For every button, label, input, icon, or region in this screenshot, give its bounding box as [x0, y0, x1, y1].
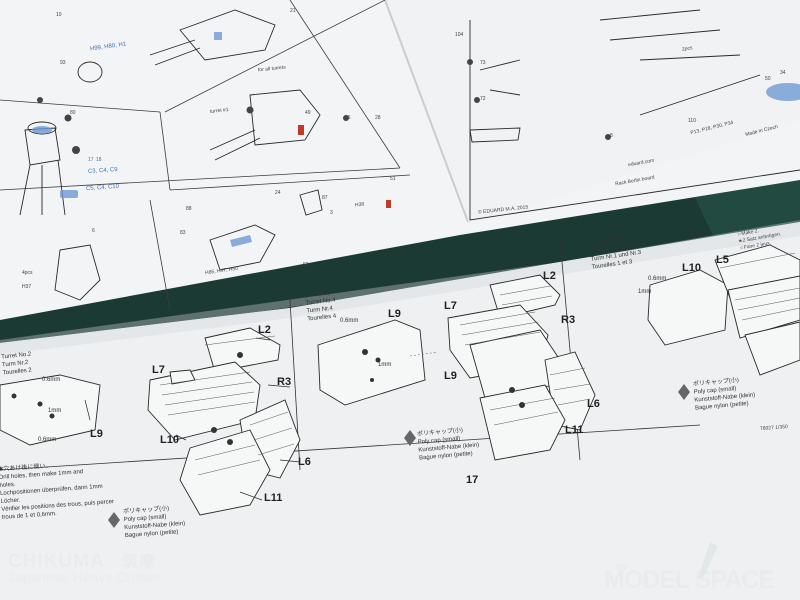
number-21: 21 — [290, 8, 296, 14]
number-73: 73 — [480, 60, 486, 66]
part-l2-b: L2 — [543, 270, 556, 282]
callout-h37: H37 — [22, 284, 32, 290]
brand-logo: MODEL SPACE — [604, 566, 775, 594]
number-18: 18 — [96, 157, 102, 163]
part-r3-a: R3 — [277, 376, 292, 388]
section-turret2: Turret No.2 Turm Nr.2 Tourelles 2 — [0, 351, 33, 377]
number-34: 34 — [780, 70, 786, 76]
dim-1mm-c: 1mm — [638, 289, 652, 295]
part-l9-b: L10 — [160, 434, 179, 446]
number-10: 10 — [56, 12, 62, 18]
number-28: 28 — [375, 115, 381, 121]
number-72: 72 — [480, 96, 486, 102]
number-88: 88 — [186, 206, 192, 212]
number-51: 51 — [390, 176, 396, 182]
dim-1mm-b: 1mm — [378, 362, 392, 368]
section-turret4: (第4砲塔) Turret No.4 Turm Nr.4 Tourelles 4 — [304, 290, 337, 323]
number-49: 49 — [305, 110, 311, 116]
part-l9-c: L9 — [388, 308, 401, 320]
watermark-subtitle: Japanese Heavy Cruiser — [8, 569, 162, 585]
brand-my: my — [616, 562, 627, 571]
number-50: 50 — [765, 76, 771, 82]
polycap-note-right: ポリキャップ(小) Poly cap (small) Kunststoff-Na… — [692, 377, 756, 412]
dim-1mm-a: 1mm — [48, 408, 62, 414]
part-l2-a: L2 — [258, 324, 271, 336]
dim-0-6mm-a: 0.6mm — [42, 377, 61, 383]
number-93: 93 — [60, 60, 66, 66]
part-l7-a: L7 — [152, 364, 165, 376]
part-r3-b: R3 — [561, 314, 576, 326]
number-110: 110 — [688, 118, 696, 124]
part-l6-a: L6 — [298, 456, 311, 468]
brand-pen-icon — [698, 542, 718, 578]
drill-note: ✱穴あけ後に使い、 Drill holes, then make 1mm and… — [0, 463, 115, 521]
part-l11-b: L11 — [565, 424, 584, 436]
number-53: 53 — [303, 262, 309, 268]
number-80: 80 — [70, 110, 76, 116]
number-87: 87 — [322, 195, 328, 201]
part-l9-d: L9 — [444, 370, 457, 382]
number-8: 8 — [610, 133, 613, 139]
part-l7-b: L7 — [444, 300, 457, 312]
dim-0-6mm-c: 0.6mm — [340, 318, 359, 324]
polycap-note-center: ポリキャップ(小) Poly cap (small) Kunststoff-Na… — [416, 427, 480, 462]
part-l5: L5 — [716, 254, 729, 266]
number-104: 104 — [455, 32, 464, 38]
part-l6-b: L6 — [587, 398, 600, 410]
part-l11-a: L11 — [264, 492, 283, 504]
callout-4pcs: 4pcs — [22, 270, 33, 276]
number-25: 25 — [345, 115, 351, 121]
part-l9-a: L9 — [90, 428, 103, 440]
dim-0-6mm-d: 0.6mm — [648, 276, 667, 282]
dim-0-6mm-b: 0.6mm — [38, 437, 57, 443]
number-83: 83 — [180, 230, 186, 236]
number-17: 17 — [88, 157, 94, 163]
number-24: 24 — [275, 190, 281, 196]
polycap-note-left: ポリキャップ(小) Poly cap (small) Kunststoff-Na… — [123, 505, 186, 540]
watermark-title: CHIKUMA 筑摩 — [8, 551, 157, 572]
part-l10: L10 — [682, 262, 701, 274]
page-number: 17 — [466, 474, 479, 486]
callout-h38: H38 — [354, 201, 365, 209]
number-6: 6 — [92, 228, 95, 234]
number-3: 3 — [330, 210, 333, 216]
